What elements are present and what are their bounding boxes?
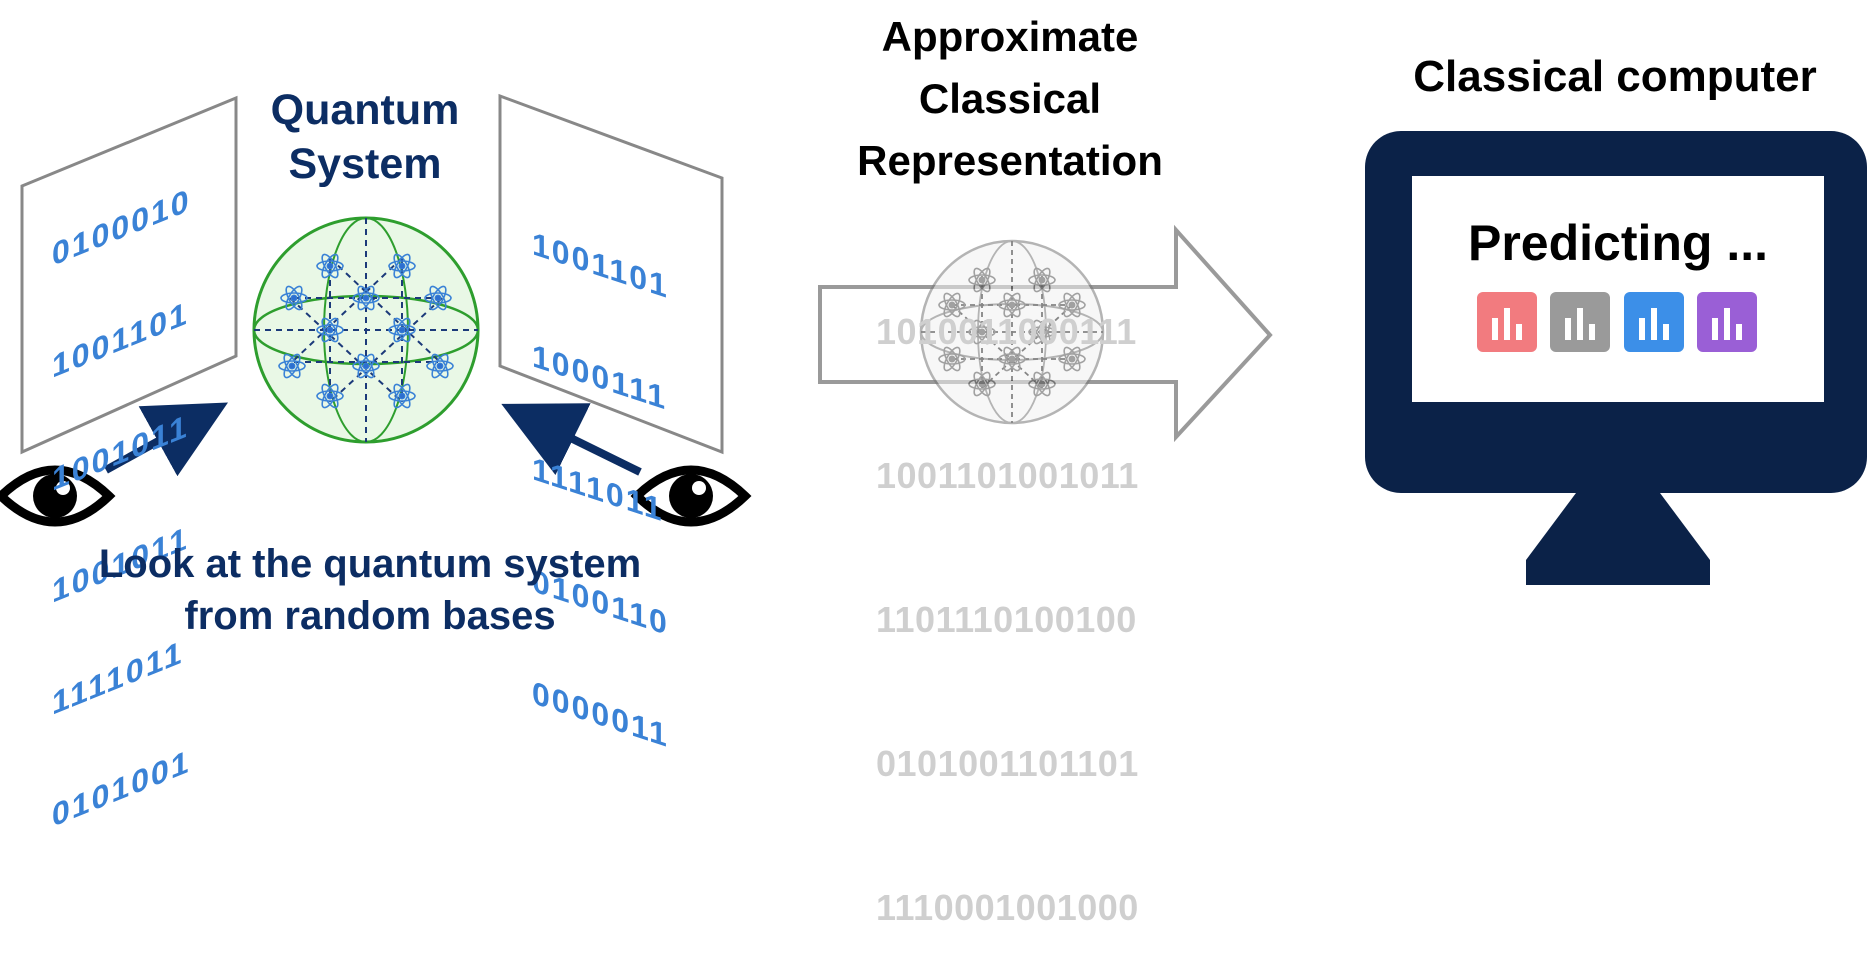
bit-row: 0000011 — [532, 674, 669, 755]
bit-row: 0101001101101 — [876, 743, 1139, 784]
approx-bits: 1010011000111 1001101001011 110111010010… — [876, 212, 1139, 980]
approx-title-line1: Approximate — [881, 13, 1139, 60]
bit-row: 0100010 — [52, 180, 191, 273]
quantum-title-line1: Quantum — [270, 86, 460, 134]
quantum-title-line2: System — [288, 139, 442, 188]
left-measurement-screen — [20, 95, 238, 455]
quantum-system-title: Quantum System — [245, 84, 485, 192]
bit-row: 1110001001000 — [876, 887, 1139, 928]
approx-sphere — [919, 239, 1105, 425]
classical-computer-monitor — [1365, 131, 1867, 585]
right-measurement-screen — [498, 93, 724, 455]
look-caption-line2: from random bases — [184, 594, 556, 638]
bit-row: 1001011 — [52, 406, 189, 498]
right-eye-icon — [630, 465, 752, 527]
bar-chart-icon-blue — [1624, 292, 1684, 352]
bar-chart-icon-red — [1477, 292, 1537, 352]
bit-row: 1001101 — [532, 224, 669, 306]
look-caption-line1: Look at the quantum system — [98, 542, 642, 586]
bar-chart-icon-gray — [1550, 292, 1610, 352]
left-eye-icon — [0, 465, 116, 527]
bit-row: 1001101001011 — [876, 455, 1139, 496]
look-caption: Look at the quantum system from random b… — [50, 538, 690, 642]
left-screen-bits: 0100010 1001101 1001011 1001011 1111011 … — [52, 106, 191, 873]
right-screen-bits: 1001101 1000111 1111011 0100110 0000011 — [532, 150, 669, 793]
diagram-canvas — [0, 93, 1867, 585]
bit-row: 1101110100100 — [876, 599, 1137, 640]
approx-title-line2: Classical — [918, 75, 1102, 123]
bit-row: 1001101 — [52, 293, 189, 386]
approx-title-line3: Representation — [857, 137, 1163, 185]
right-view-arrow — [501, 403, 642, 476]
bar-chart-icon-purple — [1697, 292, 1757, 352]
monitor-screen — [1412, 176, 1824, 402]
approx-title: Approximate Classical Representation — [830, 6, 1190, 192]
quantum-sphere — [252, 216, 480, 444]
bit-row: 1111011 — [52, 632, 184, 723]
computer-title: Classical computer — [1413, 52, 1817, 101]
transfer-arrow — [818, 224, 1273, 443]
left-view-arrow — [104, 402, 229, 477]
monitor-stand — [1526, 493, 1710, 585]
bit-row: 1010011000111 — [876, 311, 1137, 352]
predicting-text: Predicting ... — [1467, 215, 1769, 271]
bit-row: 1000111 — [532, 337, 668, 418]
bit-row: 0101001 — [52, 742, 191, 835]
bit-row: 1111011 — [532, 449, 664, 529]
